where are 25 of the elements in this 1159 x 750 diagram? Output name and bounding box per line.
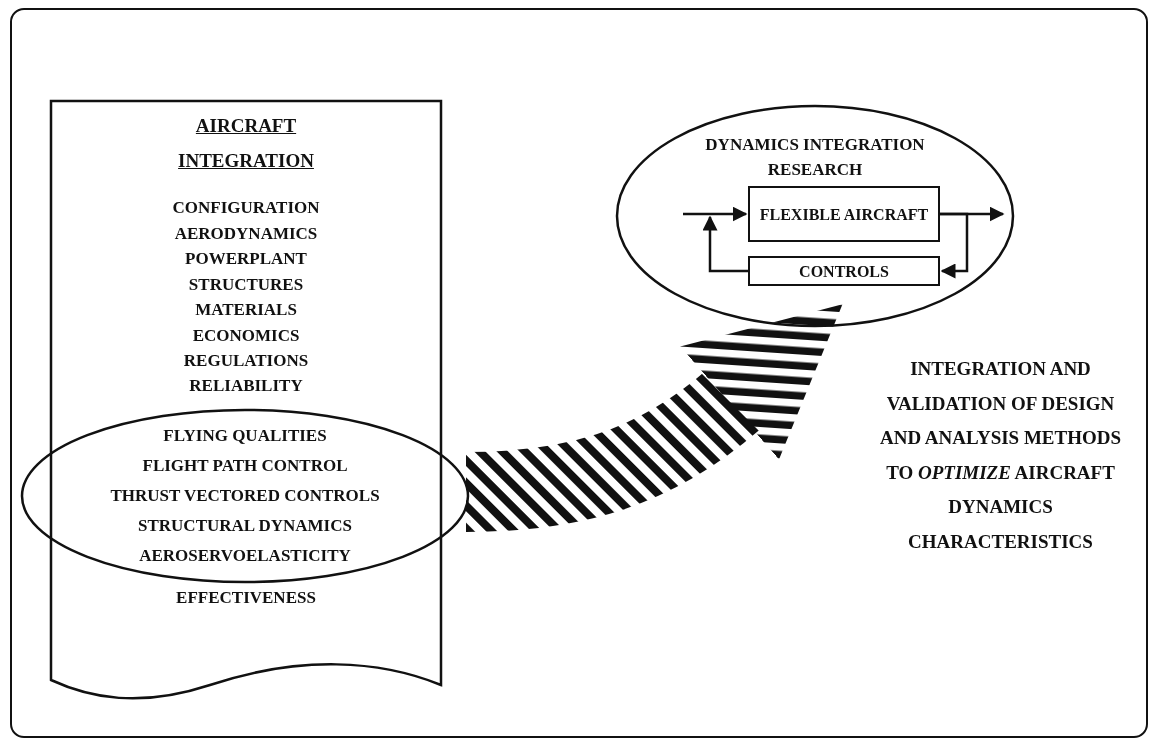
- document-shape: [50, 100, 442, 700]
- list-item: AERODYNAMICS: [174, 223, 318, 244]
- highlight-ellipse: [20, 408, 470, 584]
- list-item: ECONOMICS: [192, 325, 300, 346]
- process-box: CONTROLS: [748, 256, 940, 286]
- list-item: FLYING QUALITIES: [163, 426, 327, 446]
- list-item: AEROSERVOELASTICITY: [139, 546, 351, 566]
- list-item: STRUCTURES: [188, 274, 304, 295]
- list-item: FLIGHT PATH CONTROL: [142, 456, 348, 476]
- research-ellipse: [615, 104, 1015, 328]
- list-item: RELIABILITY: [189, 376, 303, 396]
- list-heading: AIRCRAFT INTEGRATION: [177, 114, 315, 173]
- ellipse-title: DYNAMICS INTEGRATION RESEARCH: [704, 134, 926, 181]
- list-item: CONFIGURATION: [172, 198, 320, 218]
- list-item: STRUCTURAL DYNAMICS: [138, 516, 352, 536]
- list-item: THRUST VECTORED CONTROLS: [110, 486, 380, 506]
- note-text: INTEGRATION AND VALIDATION OF DESIGN AND ANALYSIS METHODS TO OPTIMIZE AIRCRAFT DYNAMICS CHARACTERISTICS: [878, 357, 1123, 554]
- list-item: MATERIALS: [195, 300, 297, 320]
- arrow: [702, 215, 748, 273]
- list-item: REGULATIONS: [183, 351, 309, 371]
- arrow: [940, 212, 969, 279]
- list-item: POWERPLANT: [185, 249, 307, 269]
- list-item: EFFECTIVENESS: [176, 588, 316, 608]
- arrow: [683, 206, 748, 222]
- process-box: FLEXIBLE AIRCRAFT: [748, 186, 940, 242]
